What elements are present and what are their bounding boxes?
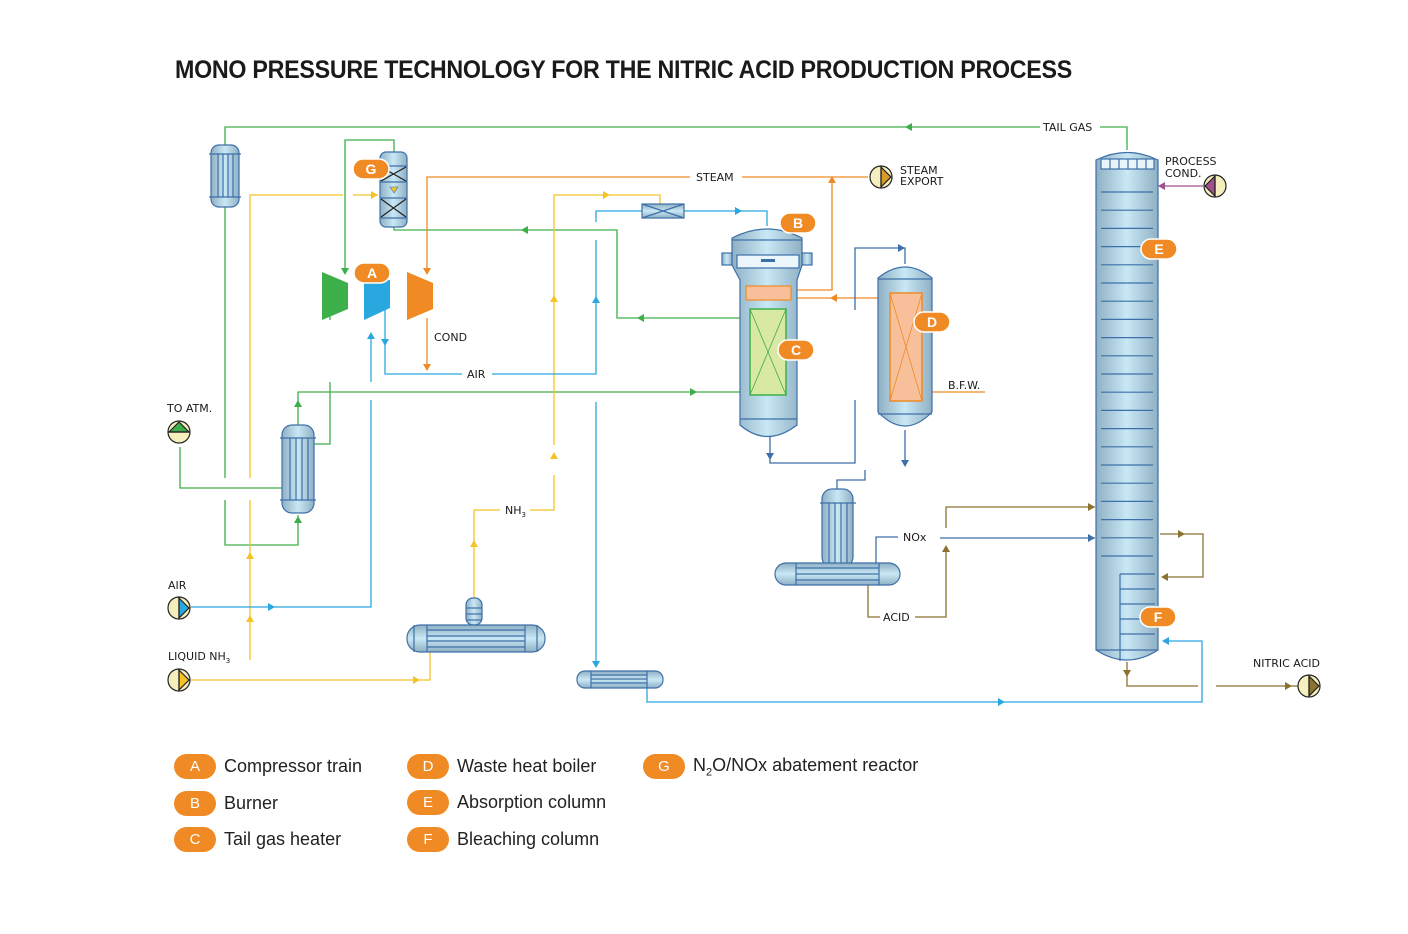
svg-text:G: G <box>366 161 377 177</box>
legend-badge: C <box>174 827 216 852</box>
air-inlet-label: AIR <box>168 579 187 592</box>
acid-lines <box>867 506 1298 687</box>
legend-badge: B <box>174 791 216 816</box>
legend-item-g: G N2O/NOx abatement reactor <box>643 754 918 779</box>
cooler-condenser <box>774 488 901 586</box>
to-atm-terminal <box>167 420 191 444</box>
air-stream-label: AIR <box>467 368 486 381</box>
steam-lines <box>426 176 985 393</box>
svg-text:C: C <box>791 342 801 358</box>
legend-label: Compressor train <box>224 756 363 776</box>
process-gas-arrows <box>766 244 1095 542</box>
legend-badge: D <box>407 754 449 779</box>
nh3-label: NH3 <box>505 504 526 519</box>
ammonia-arrows <box>246 191 610 684</box>
liquid-nh3-label: LIQUID NH3 <box>168 650 230 665</box>
legend-item-f: F Bleaching column <box>407 827 599 852</box>
legend-badge: E <box>407 790 449 815</box>
legend-item-e: E Absorption column <box>407 790 606 815</box>
svg-text:D: D <box>927 314 937 330</box>
legend-badge: G <box>643 754 685 779</box>
badge-d: D <box>913 311 951 333</box>
acid-arrows <box>942 503 1292 690</box>
svg-text:B: B <box>793 215 803 231</box>
process-cond-terminal <box>1203 174 1227 198</box>
legend-badge: A <box>174 754 216 779</box>
bfw-label: B.F.W. <box>948 379 980 392</box>
legend-label: Tail gas heater <box>224 829 342 849</box>
process-cond-label-2: COND. <box>1165 167 1202 180</box>
tail-gas-exchanger-top <box>209 144 241 208</box>
nitric-acid-label: NITRIC ACID <box>1253 657 1320 670</box>
to-atm-label: TO ATM. <box>166 402 212 415</box>
acid-label: ACID <box>883 611 910 624</box>
legend-item-a: A Compressor train <box>174 754 362 779</box>
legend-item-d: D Waste heat boiler <box>407 754 596 779</box>
air-terminal <box>167 596 191 620</box>
svg-text:E: E <box>1154 241 1163 257</box>
liquid-nh3-terminal <box>167 668 191 692</box>
air-filter <box>641 203 685 219</box>
badge-a: A <box>353 262 391 284</box>
tail-gas-label: TAIL GAS <box>1042 121 1092 134</box>
badge-b: B <box>779 212 817 234</box>
ammonia-evaporator <box>406 597 546 653</box>
legend-label: Burner <box>224 793 279 813</box>
steam-export-terminal <box>869 165 893 189</box>
air-arrows <box>268 207 1169 706</box>
cond-label: COND <box>434 331 467 344</box>
process-gas-lines <box>769 247 1095 565</box>
nox-label: NOx <box>903 531 927 544</box>
process-cond-arrow <box>1158 182 1165 190</box>
air-preheater <box>576 670 664 689</box>
tail-gas-exchanger-lower <box>280 424 316 514</box>
badge-f: F <box>1139 606 1177 628</box>
tail-gas-arrows <box>294 123 912 523</box>
legend-item-c: C Tail gas heater <box>174 827 341 852</box>
steam-export-label-2: EXPORT <box>900 175 944 188</box>
process-cond-label-1: PROCESS <box>1165 155 1217 168</box>
legend-label: N2O/NOx abatement reactor <box>693 754 919 779</box>
legend-label: Waste heat boiler <box>457 756 597 776</box>
badge-e: E <box>1140 238 1178 260</box>
air-lines <box>191 210 1203 703</box>
legend-badge: F <box>407 827 449 852</box>
nitric-acid-terminal <box>1297 674 1321 698</box>
badge-c: C <box>777 339 815 361</box>
steam-export-label-1: STEAM <box>900 164 938 177</box>
badge-g: G <box>352 158 390 180</box>
waste-heat-boiler-d <box>877 266 933 427</box>
tail-gas-lines <box>179 126 1128 546</box>
svg-text:A: A <box>367 265 377 281</box>
absorption-column-e <box>1095 151 1159 661</box>
legend-label: Bleaching column <box>457 829 600 849</box>
legend-label: Absorption column <box>457 792 607 812</box>
steam-label: STEAM <box>696 171 734 184</box>
page-title: MONO PRESSURE TECHNOLOGY FOR THE NITRIC … <box>175 56 1072 84</box>
legend-item-b: B Burner <box>174 791 278 816</box>
svg-text:F: F <box>1154 609 1163 625</box>
compressor-train-a <box>322 272 433 320</box>
